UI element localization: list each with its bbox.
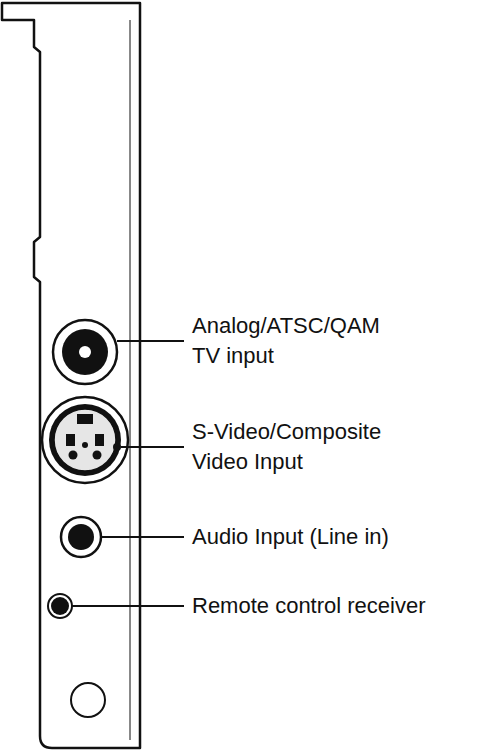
- leader-lines: [72, 341, 184, 606]
- bracket-outline: [2, 3, 140, 748]
- connector-label: Audio Input (Line in): [192, 522, 389, 552]
- bracket-fold: [130, 20, 131, 740]
- coax-connector: [53, 320, 117, 384]
- svideo-connector: [42, 397, 128, 483]
- connector-label: Remote control receiver: [192, 591, 426, 621]
- connector-label: S-Video/Composite Video Input: [192, 417, 412, 477]
- ir-receiver: [48, 594, 72, 618]
- screw-hole: [71, 683, 105, 717]
- audio-jack: [61, 517, 101, 557]
- connector-label: Analog/ATSC/QAM TV input: [192, 311, 397, 371]
